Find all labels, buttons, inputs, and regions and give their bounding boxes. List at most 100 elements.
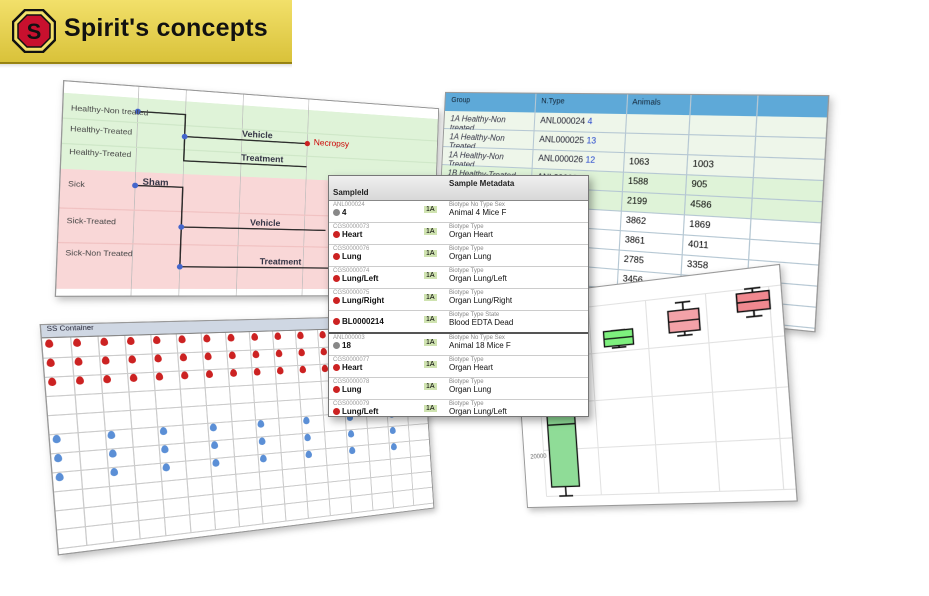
- sample-drop-icon: [228, 351, 236, 360]
- column-header-sampleid[interactable]: SampleId: [333, 188, 369, 197]
- metadata-values: Organ Lung: [449, 385, 492, 394]
- grid-cell[interactable]: [57, 526, 88, 550]
- sample-id: BL0000214: [333, 312, 423, 326]
- node-necropsy[interactable]: Necropsy: [313, 137, 350, 150]
- value-cell: 2785: [623, 254, 645, 266]
- popup-header: SampleId Sample Metadata: [329, 176, 588, 201]
- column-header-metadata[interactable]: Sample Metadata: [449, 179, 515, 188]
- grid-cell[interactable]: [261, 503, 287, 525]
- sample-drop-icon: [102, 374, 112, 384]
- box: [667, 300, 700, 336]
- grid-cell[interactable]: [371, 491, 395, 512]
- sample-name: BL0000214: [333, 317, 423, 326]
- sample-name-text: 18: [342, 341, 351, 350]
- grid-cell[interactable]: [138, 517, 167, 540]
- node-vehicle[interactable]: Vehicle: [241, 129, 273, 141]
- grid-cell[interactable]: [97, 335, 127, 357]
- group-tag: 1A: [424, 316, 437, 323]
- node-vehicle[interactable]: Vehicle: [249, 217, 281, 229]
- sample-name-text: Heart: [342, 363, 363, 372]
- sample-drop-icon: [347, 430, 355, 438]
- sample-drop-icon: [74, 357, 83, 366]
- sample-name: Lung: [333, 252, 423, 261]
- animal-id-cell[interactable]: ANL000024 4: [540, 115, 593, 127]
- metadata-labels: Biotype No Type Sex: [449, 202, 505, 208]
- grid-cell[interactable]: [163, 514, 192, 537]
- sample-drop-icon: [227, 333, 235, 342]
- sample-name: Heart: [333, 230, 423, 239]
- column-header[interactable]: Animals: [632, 98, 661, 107]
- metadata-labels: Biotype Type: [449, 379, 484, 385]
- sample-drop-icon: [205, 370, 214, 379]
- metadata-labels: Biotype Type: [449, 246, 484, 252]
- node-treatment[interactable]: Treatment: [259, 256, 302, 267]
- grid-cell[interactable]: [350, 493, 374, 514]
- grid-cell[interactable]: [70, 336, 101, 358]
- sample-drop-icon: [160, 444, 169, 454]
- grid-cell[interactable]: [328, 495, 353, 517]
- group-tag: 1A: [424, 250, 437, 257]
- grid-cell[interactable]: [237, 505, 264, 528]
- sample-small-id: CGS0000073: [333, 224, 370, 230]
- sample-drop-icon: [389, 426, 396, 435]
- grid-cell[interactable]: [42, 337, 73, 359]
- sample-small-id: CGS0000078: [333, 379, 370, 385]
- sample-drop-icon: [107, 430, 116, 440]
- sample-name-text: Lung/Left: [342, 407, 379, 416]
- node-sham[interactable]: Sham: [142, 176, 169, 188]
- column-header[interactable]: Group: [451, 96, 471, 105]
- metadata-values: Animal 4 Mice F: [449, 208, 507, 217]
- sample-drop-icon: [100, 337, 109, 347]
- value-cell: 4011: [687, 239, 709, 251]
- animal-id-cell[interactable]: ANL000025 13: [539, 134, 597, 146]
- animal-number: 4: [587, 116, 593, 127]
- sample-name-text: Lung/Right: [342, 296, 385, 305]
- group-tag: 1A: [424, 339, 437, 346]
- sample-drop-icon: [209, 423, 218, 432]
- animal-number: 12: [585, 155, 596, 166]
- grid-cell[interactable]: [213, 508, 241, 531]
- column-header[interactable]: N.Type: [541, 97, 565, 106]
- svg-text:S: S: [27, 19, 42, 44]
- grid-cell[interactable]: [124, 335, 153, 356]
- sample-drop-icon: [75, 376, 85, 385]
- heart-icon: [333, 364, 340, 372]
- animal-icon: [333, 342, 340, 350]
- animal-id-cell[interactable]: ANL000026 12: [538, 153, 596, 166]
- box: [603, 329, 633, 349]
- grid-cell[interactable]: [412, 486, 435, 507]
- sample-drop-icon: [259, 454, 267, 463]
- grid-cell[interactable]: [84, 522, 115, 547]
- sample-drop-icon: [108, 449, 117, 458]
- grid-cell[interactable]: [391, 488, 415, 509]
- sample-drop-icon: [275, 349, 283, 358]
- node-treatment[interactable]: Treatment: [241, 152, 284, 165]
- grid-cell[interactable]: [189, 511, 217, 534]
- value-cell: 1588: [627, 176, 649, 187]
- heart-icon: [333, 231, 340, 239]
- value-cell: 905: [691, 178, 708, 190]
- grid-cell[interactable]: [111, 519, 141, 543]
- grid-cell[interactable]: [284, 500, 309, 522]
- group-tag: 1A: [424, 405, 437, 412]
- grid-cell[interactable]: [306, 498, 331, 519]
- sample-drop-icon: [55, 472, 64, 482]
- sample-name-text: 4: [342, 208, 347, 217]
